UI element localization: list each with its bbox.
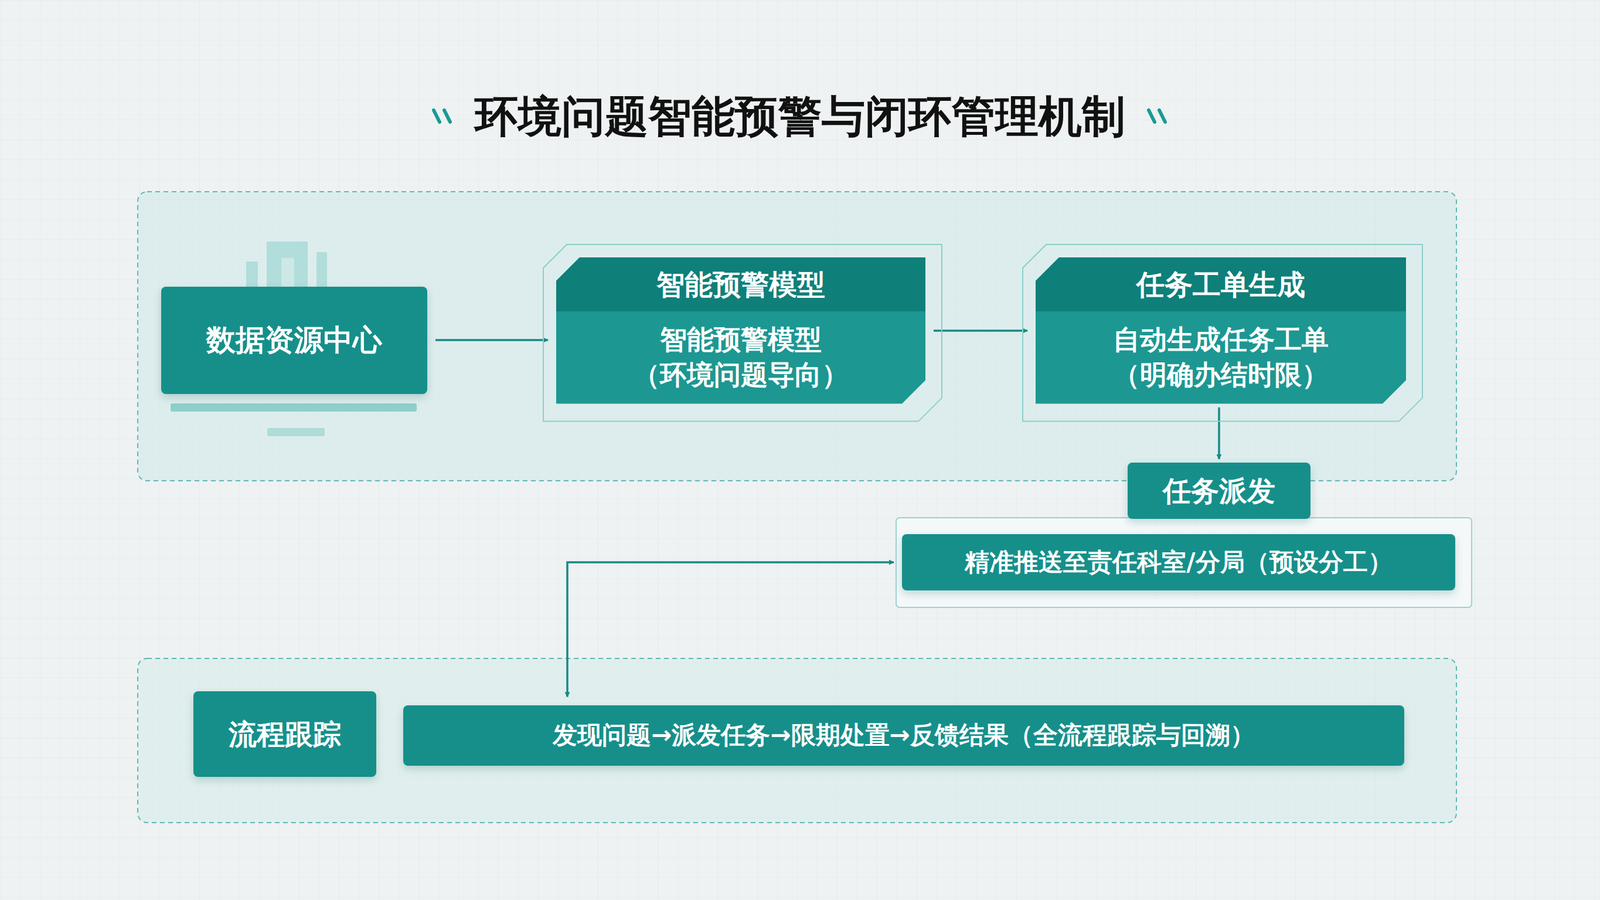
box-body-shape	[556, 257, 926, 404]
box-body: 智能预警模型 （环境问题导向）	[616, 322, 865, 393]
title-mark	[433, 110, 440, 122]
flow-arrow	[1217, 407, 1221, 459]
flow-box: 发现问题→派发任务→限期处置→反馈结果（全流程跟踪与回溯）	[403, 705, 1405, 766]
title-mark	[444, 110, 451, 122]
box-body: 自动生成任务工单 （明确办结时限）	[1096, 322, 1345, 393]
top-panel	[137, 191, 1457, 481]
workorder-box: 任务工单生成自动生成任务工单 （明确办结时限）	[1035, 257, 1407, 404]
box-label: 任务派发	[1162, 472, 1276, 509]
box-label: 数据资源中心	[206, 321, 383, 359]
box-label: 发现问题→派发任务→限期处置→反馈结果（全流程跟踪与回溯）	[552, 719, 1255, 751]
base-bar	[170, 403, 417, 412]
tracking-box: 流程跟踪	[193, 690, 377, 777]
box-heading: 智能预警模型	[656, 266, 826, 302]
box-header-shape	[1035, 257, 1407, 312]
model-box: 智能预警模型智能预警模型 （环境问题导向）	[556, 257, 926, 404]
building-icon	[246, 241, 328, 289]
header-band: 智能预警模型	[556, 257, 926, 312]
box-heading: 任务工单生成	[1136, 266, 1306, 302]
push-frame	[896, 517, 1472, 608]
offset-outline	[543, 244, 942, 422]
box-label: 精准推送至责任科室/分局（预设分工）	[964, 546, 1392, 578]
body-band: 自动生成任务工单 （明确办结时限）	[1035, 311, 1407, 404]
flow-arrow	[933, 329, 1028, 332]
title-mark	[1148, 110, 1155, 122]
box-body-shape	[1035, 257, 1407, 404]
flow-arrow	[567, 562, 894, 697]
box-label: 流程跟踪	[228, 716, 342, 752]
push-box: 精准推送至责任科室/分局（预设分工）	[901, 533, 1456, 591]
bottom-panel	[137, 658, 1457, 823]
base-bar	[267, 427, 325, 437]
title-bar: 环境问题智能预警与闭环管理机制	[0, 87, 1600, 147]
title-mark	[1159, 110, 1166, 122]
offset-outline	[1022, 244, 1423, 422]
header-band: 任务工单生成	[1035, 257, 1407, 312]
dispatch-box: 任务派发	[1127, 462, 1311, 519]
data-center-box: 数据资源中心	[161, 286, 428, 394]
flow-arrow	[435, 338, 548, 342]
body-band: 智能预警模型 （环境问题导向）	[556, 311, 926, 404]
box-header-shape	[556, 257, 926, 312]
title: 环境问题智能预警与闭环管理机制	[474, 90, 1126, 142]
